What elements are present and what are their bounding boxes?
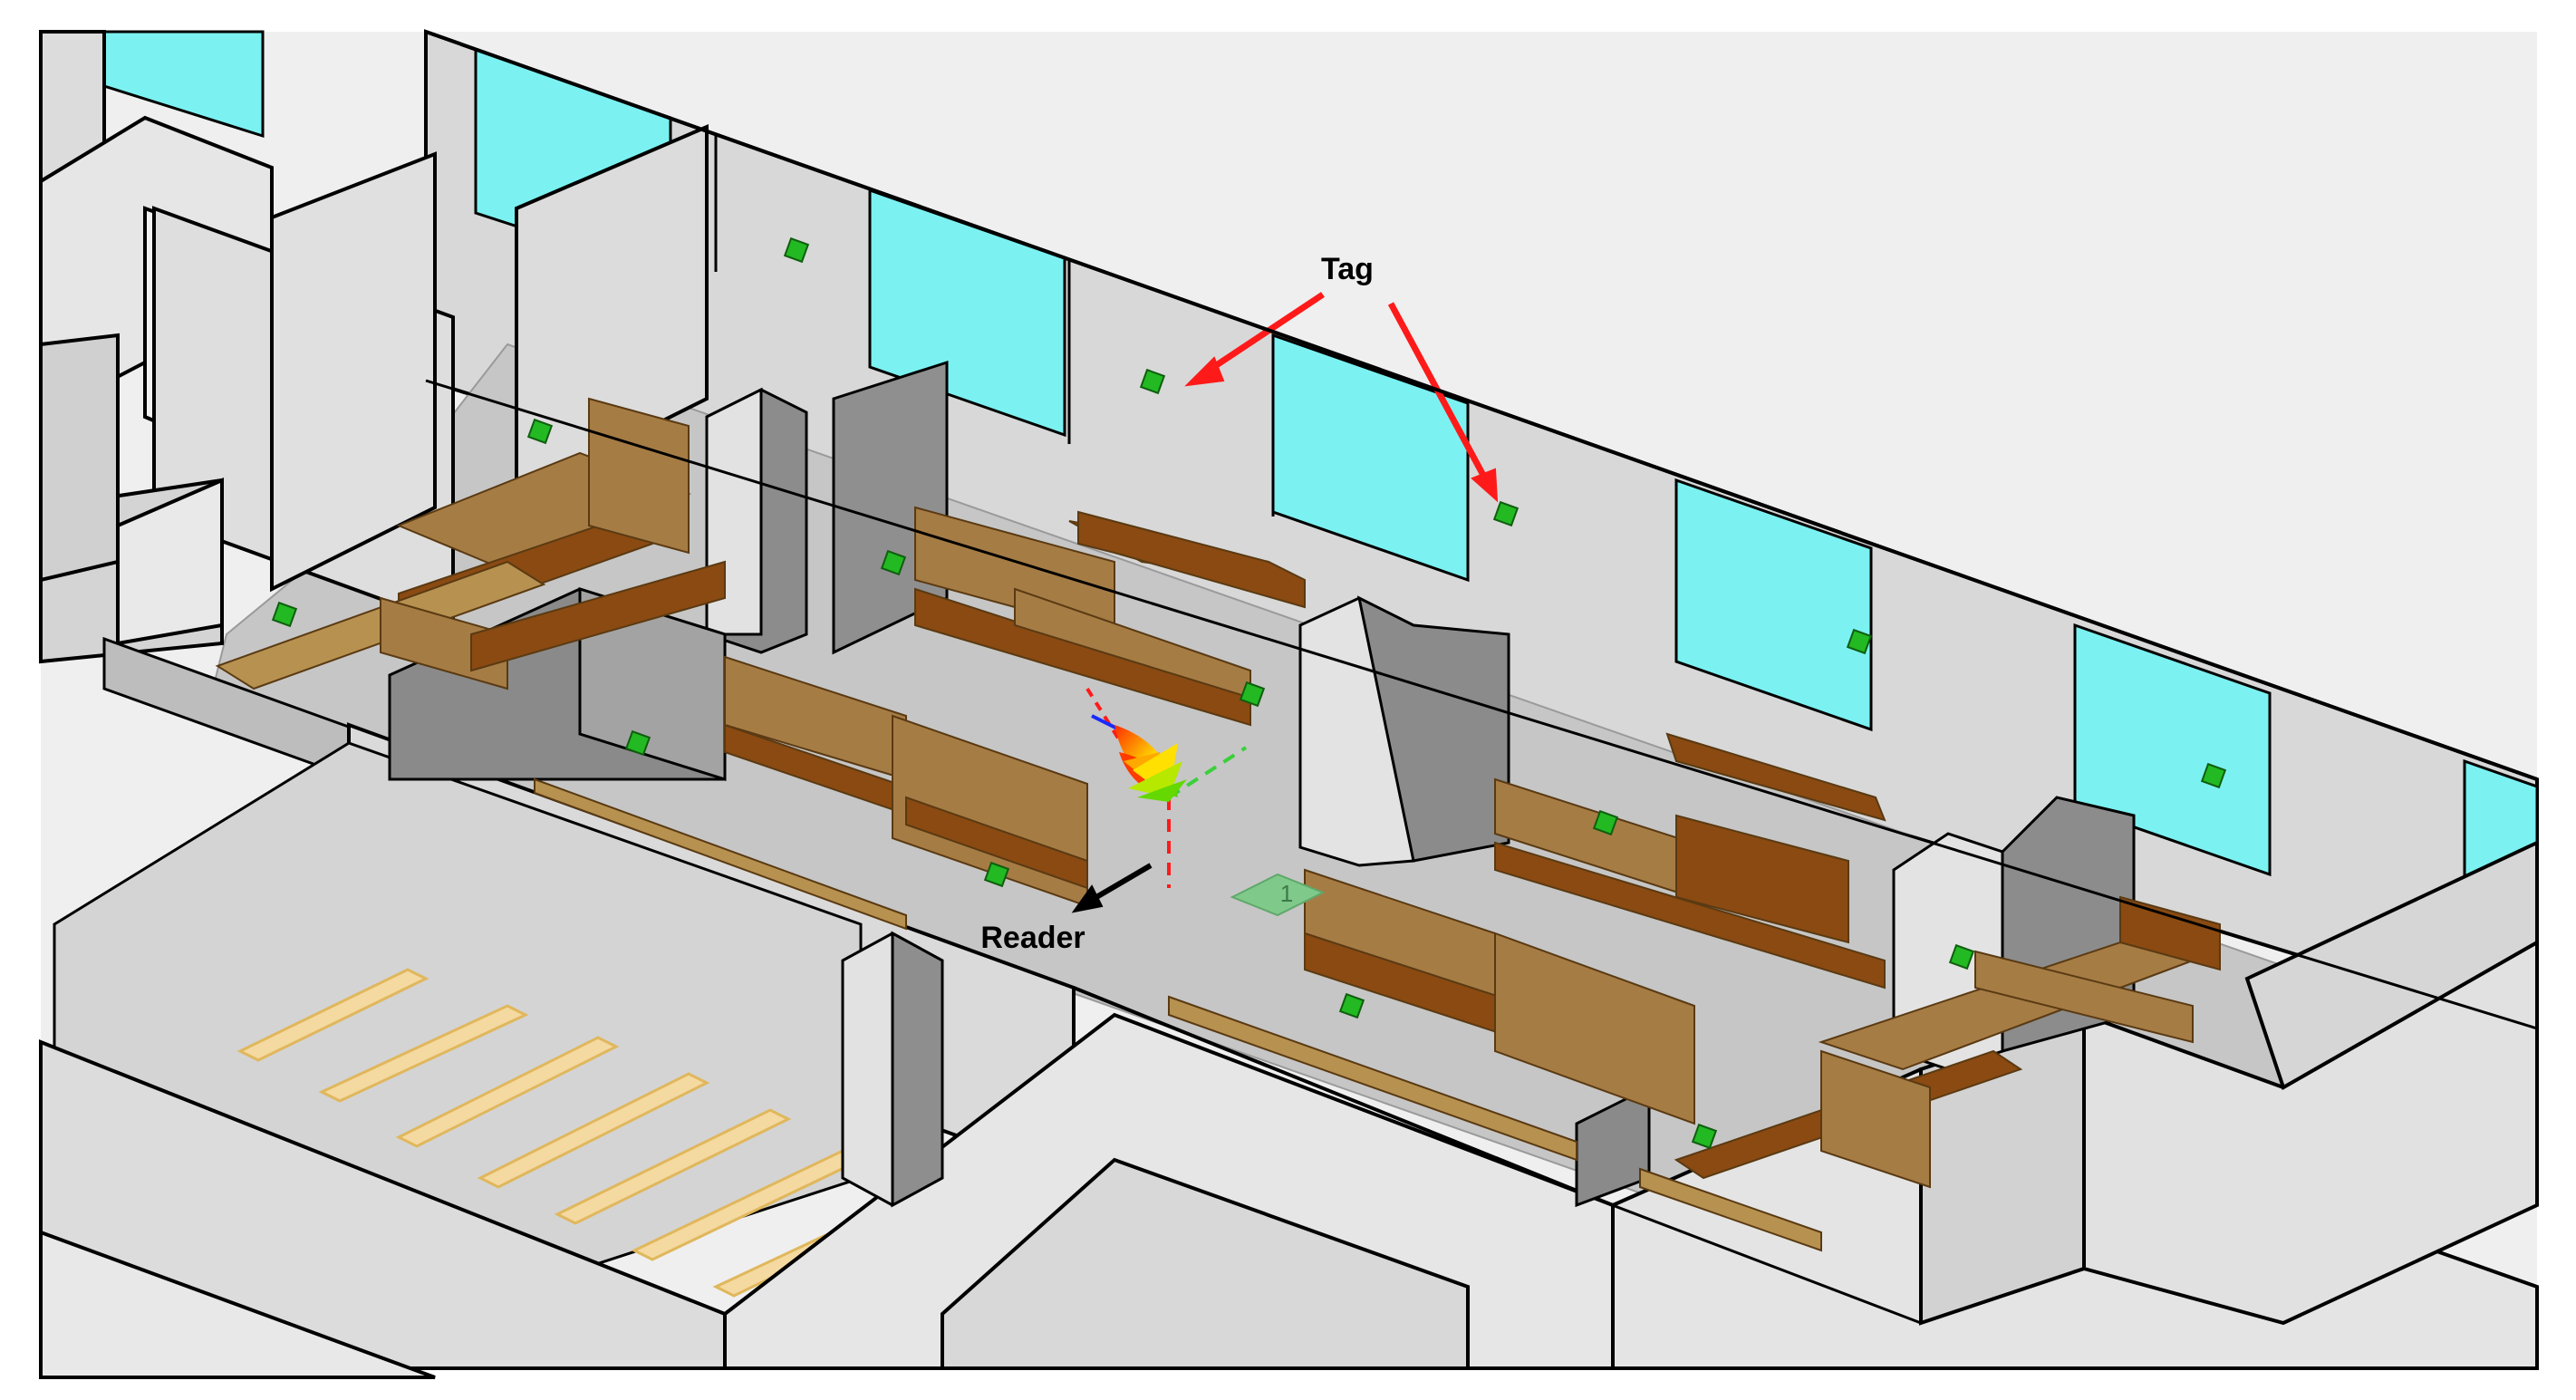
tag-icon xyxy=(1139,368,1166,395)
floor-marker-label: 1 xyxy=(1280,880,1293,907)
tags xyxy=(271,237,2227,1150)
tag-annotation: Tag xyxy=(1321,252,1374,286)
tag-icon xyxy=(1948,943,1975,970)
reader-annotation: Reader xyxy=(980,921,1085,955)
window xyxy=(1674,478,1873,732)
tag-icon xyxy=(526,418,554,445)
tag-icon xyxy=(1592,809,1619,836)
roof-edge xyxy=(425,30,2538,781)
tag-icon xyxy=(1846,628,1873,655)
corridor-edge xyxy=(1073,986,1614,1207)
wall-mullions xyxy=(714,136,2272,874)
tag-icon xyxy=(983,861,1010,888)
tag-icon xyxy=(783,237,810,264)
workstation-cluster xyxy=(215,397,2221,1252)
tag-icon xyxy=(1691,1123,1718,1150)
reader-antenna-icon xyxy=(1085,687,1248,888)
tag-icon xyxy=(1338,992,1365,1019)
floor-marker: 1 xyxy=(1230,873,1326,917)
wall-base xyxy=(425,379,2538,1030)
tag-icon xyxy=(2200,762,2227,789)
tag-icon xyxy=(624,729,651,757)
left-rooms xyxy=(39,30,709,664)
tag-icon xyxy=(1492,500,1520,527)
corridor-edge xyxy=(1114,1013,1922,1325)
tag-icon xyxy=(271,601,298,628)
reader-arrow xyxy=(1071,863,1153,913)
tag-icon xyxy=(880,549,907,576)
tag-icon xyxy=(1239,681,1266,708)
